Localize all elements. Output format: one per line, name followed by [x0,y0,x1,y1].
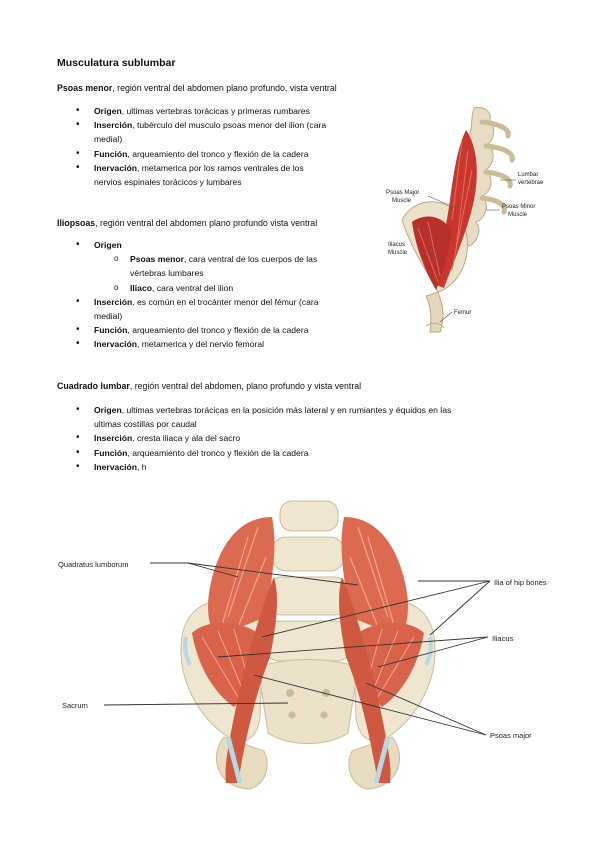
label-psoas-major: Psoas major [490,731,532,740]
section-description: , región ventral del abdomen, plano prof… [129,381,362,391]
list-item: Inervación, h [72,460,451,474]
label-psoas-major: Psoas Major [386,190,419,196]
list-item: Inervación, metamerica por los ramos ven… [72,161,326,189]
vertebral-column-icon [257,500,359,744]
list-item: Función, arqueamiento del tronco y flexi… [72,147,326,161]
label-iliacus: Iliacus [388,242,405,248]
section-heading-cuadrado-lumbar: Cuadrado lumbar, región ventral del abdo… [57,381,361,391]
document-title: Musculatura sublumbar [57,57,176,69]
list-item: Origen, ultimas vertebras torácicas en l… [72,403,451,431]
section-heading-psoas-menor: Psoas menor, región ventral del abdomen … [57,83,337,93]
list-item: Inserción, tubérculo del musculo psoas m… [72,118,326,146]
section-name: Cuadrado lumbar [57,381,130,391]
list-item: Inserción, cresta iliaca y ala del sacro [72,431,451,445]
label-vertebrae: vertebrae [518,180,544,186]
label-iliacus: Iliacus [492,634,514,643]
section-description: , región ventral del abdomen plano profu… [95,218,318,228]
label-lines [425,179,516,323]
bullet-list-iliopsoas: Origen Psoas menor, cara ventral de los … [72,238,319,352]
label-psoas-major-muscle: Muscle [392,198,412,204]
label-psoas-minor: Psoas Minor [502,204,535,210]
section-description: , región ventral del abdomen plano profu… [112,83,337,93]
list-item: Origen [72,238,319,252]
list-subitem: Psoas menor, cara ventral de los cuerpos… [72,252,319,280]
label-lumbar: Lumbar [518,172,538,178]
quadratus-lumborum-left-icon [208,517,275,637]
label-iliacus-muscle: Muscle [388,250,408,256]
label-sacrum: Sacrum [62,701,88,710]
section-name: Iliopsoas [57,218,96,228]
iliacus-muscle-icon [412,216,452,290]
label-ilia-of-hip-bones: Ilia of hip bones [494,578,547,587]
section-name: Psoas menor [57,83,113,93]
bullet-list-psoas-menor: Origen, ultimas vertebras torácicas y pr… [72,104,326,189]
list-item: Inserción, es común en el trocánter meno… [72,295,319,323]
psoas-major-right-icon [339,577,391,784]
quadratus-lumborum-right-icon [341,517,408,637]
iliopsoas-lateral-illustration: Lumbar vertebrae Psoas Major Muscle Psoa… [386,107,544,333]
list-item: Función, arqueamiento del tronco y flexi… [72,446,451,460]
label-quadratus-lumborum: Quadratus lumborum [58,560,128,569]
leader-lines [103,562,491,736]
list-item: Inervación, metamerica y del nervio femo… [72,337,319,351]
sublumbar-ventral-illustration: Quadratus lumborum Ilia of hip bones Ili… [58,500,547,790]
list-item: Origen, ultimas vertebras torácicas y pr… [72,104,326,118]
section-heading-iliopsoas: Iliopsoas, región ventral del abdomen pl… [57,218,317,228]
label-femur: Femur [454,310,471,316]
list-item: Función, arqueamiento del tronco y flexi… [72,323,319,337]
bullet-list-cuadrado-lumbar: Origen, ultimas vertebras torácicas en l… [72,403,451,474]
label-psoas-minor-muscle: Muscle [508,212,528,218]
list-subitem: Iliaco, cara ventral del ilion [72,281,319,295]
psoas-major-left-icon [225,577,277,784]
